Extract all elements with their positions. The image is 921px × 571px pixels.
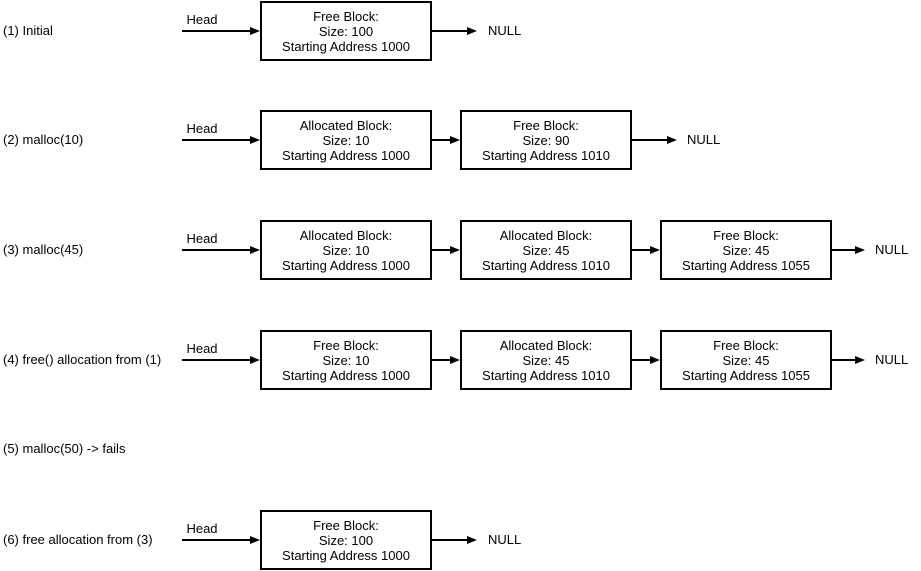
next-pointer-arrow [432, 246, 460, 254]
block-address: Starting Address 1000 [282, 147, 410, 163]
block-address: Starting Address 1000 [282, 257, 410, 273]
block-title: Allocated Block: [499, 337, 593, 353]
null-terminator-label: NULL [875, 352, 909, 367]
memory-block-free: Free Block: Size: 100 Starting Address 1… [260, 1, 432, 61]
block-size: Size: 10 [322, 132, 370, 148]
next-pointer-arrow [632, 356, 660, 364]
block-size: Size: 45 [722, 352, 770, 368]
memory-block-free: Free Block: Size: 90 Starting Address 10… [460, 110, 632, 170]
null-terminator-label: NULL [488, 23, 522, 38]
memory-block-allocated: Allocated Block: Size: 45 Starting Addre… [460, 220, 632, 280]
memory-block-allocated: Allocated Block: Size: 10 Starting Addre… [260, 220, 432, 280]
block-title: Free Block: [713, 337, 779, 353]
memory-block-free: Free Block: Size: 10 Starting Address 10… [260, 330, 432, 390]
head-arrow [182, 136, 260, 144]
block-size: Size: 45 [722, 242, 770, 258]
null-arrow [832, 356, 865, 364]
block-size: Size: 100 [318, 532, 374, 548]
memory-block-allocated: Allocated Block: Size: 10 Starting Addre… [260, 110, 432, 170]
null-terminator-label: NULL [488, 532, 522, 547]
null-terminator-label: NULL [875, 242, 909, 257]
block-address: Starting Address 1010 [482, 147, 610, 163]
block-title: Free Block: [313, 337, 379, 353]
next-pointer-arrow [632, 246, 660, 254]
step-label-1: (1) Initial [3, 23, 53, 38]
null-arrow [432, 536, 477, 544]
block-size: Size: 45 [522, 242, 570, 258]
block-address: Starting Address 1055 [682, 257, 810, 273]
step-label-4: (4) free() allocation from (1) [3, 352, 162, 367]
step-label-2: (2) malloc(10) [3, 132, 84, 147]
block-title: Free Block: [513, 117, 579, 133]
memory-block-free: Free Block: Size: 100 Starting Address 1… [260, 510, 432, 570]
block-title: Free Block: [313, 517, 379, 533]
block-size: Size: 100 [318, 23, 374, 39]
head-arrow [182, 536, 260, 544]
null-arrow [832, 246, 865, 254]
next-pointer-arrow [432, 136, 460, 144]
block-size: Size: 45 [522, 352, 570, 368]
block-size: Size: 10 [322, 352, 370, 368]
block-size: Size: 10 [322, 242, 370, 258]
next-pointer-arrow [432, 356, 460, 364]
step-label-3: (3) malloc(45) [3, 242, 84, 257]
head-pointer-label: Head [186, 231, 218, 246]
head-pointer-label: Head [186, 12, 218, 27]
block-address: Starting Address 1000 [282, 547, 410, 563]
null-arrow [432, 27, 477, 35]
head-pointer-label: Head [186, 341, 218, 356]
block-title: Free Block: [713, 227, 779, 243]
memory-block-free: Free Block: Size: 45 Starting Address 10… [660, 330, 832, 390]
block-address: Starting Address 1000 [282, 38, 410, 54]
null-terminator-label: NULL [687, 132, 721, 147]
block-size: Size: 90 [522, 132, 570, 148]
block-title: Allocated Block: [499, 227, 593, 243]
block-address: Starting Address 1010 [482, 367, 610, 383]
head-arrow [182, 246, 260, 254]
memory-block-free: Free Block: Size: 45 Starting Address 10… [660, 220, 832, 280]
block-address: Starting Address 1000 [282, 367, 410, 383]
step-label-6: (6) free allocation from (3) [3, 532, 153, 547]
head-pointer-label: Head [186, 521, 218, 536]
block-title: Free Block: [313, 8, 379, 24]
block-address: Starting Address 1010 [482, 257, 610, 273]
block-title: Allocated Block: [299, 117, 393, 133]
head-pointer-label: Head [186, 121, 218, 136]
head-arrow [182, 27, 260, 35]
block-title: Allocated Block: [299, 227, 393, 243]
block-address: Starting Address 1055 [682, 367, 810, 383]
memory-block-allocated: Allocated Block: Size: 45 Starting Addre… [460, 330, 632, 390]
head-arrow [182, 356, 260, 364]
null-arrow [632, 136, 677, 144]
step-label-5: (5) malloc(50) -> fails [3, 441, 126, 456]
